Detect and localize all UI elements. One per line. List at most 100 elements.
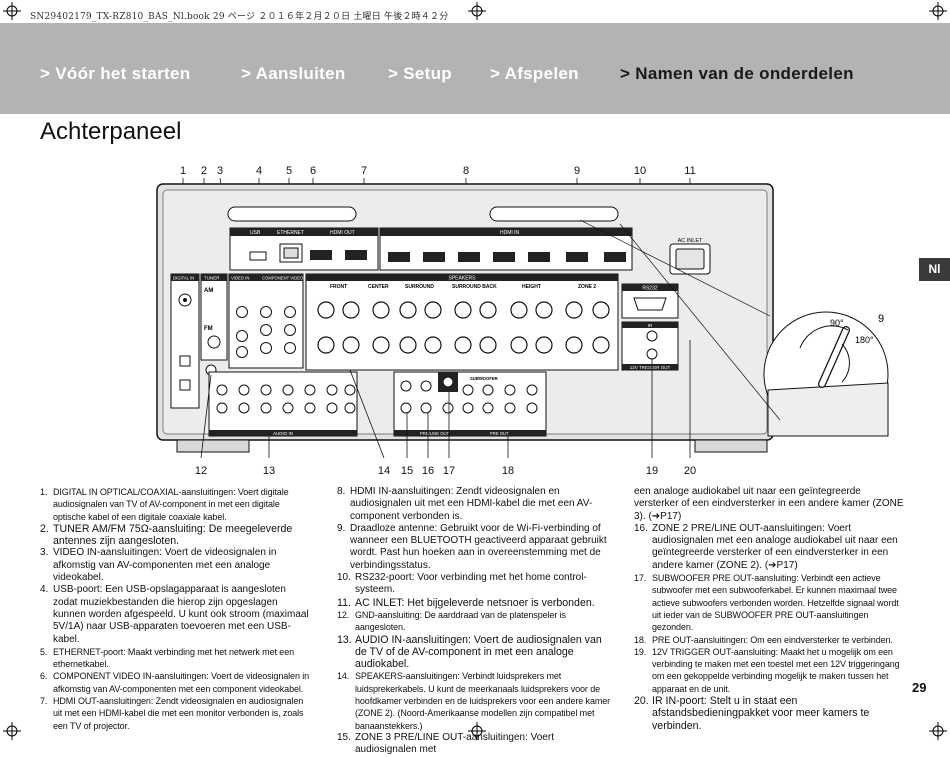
optical-jack-icon bbox=[179, 379, 191, 391]
registration-mark-icon bbox=[3, 2, 21, 20]
callout-10: 10 bbox=[634, 165, 646, 177]
page-number: 29 bbox=[912, 680, 927, 695]
list-item: 18.PRE OUT-aansluitingen: Om een eindver… bbox=[634, 634, 893, 645]
callout-2: 2 bbox=[201, 165, 207, 177]
optical-jack-icon bbox=[179, 355, 191, 367]
trigger-jack-icon bbox=[646, 348, 658, 360]
callout-1: 1 bbox=[180, 165, 186, 177]
callout-18: 18 bbox=[502, 465, 514, 477]
list-item: 11.AC INLET: Het bijgeleverde netsnoer i… bbox=[337, 596, 595, 609]
callout-3: 3 bbox=[217, 165, 223, 177]
list-item: 4.USB-poort: Een USB-opslagapparaat is a… bbox=[40, 584, 309, 645]
description-column-1: 1.DIGITAL IN OPTICAL/COAXIAL-aansluiting… bbox=[40, 486, 310, 732]
height-label: HEIGHT bbox=[522, 284, 541, 290]
description-column-3: een analoge audiokabel uit naar een geïn… bbox=[634, 486, 906, 732]
list-item: 19.12V TRIGGER OUT-aansluiting: Maakt he… bbox=[634, 646, 900, 694]
rs232-label: RS232 bbox=[642, 286, 658, 292]
digital-in-label: DIGITAL IN bbox=[173, 276, 194, 281]
description-column-2: 8.HDMI IN-aansluitingen: Zendt videosign… bbox=[337, 486, 612, 757]
hdmi-in-port-icon bbox=[604, 252, 626, 262]
surround-back-label: SURROUND BACK bbox=[452, 284, 497, 290]
hdmi-in-label: HDMI IN bbox=[500, 230, 520, 236]
callout-15: 15 bbox=[401, 465, 413, 477]
list-item: 5.ETHERNET-poort: Maakt verbinding met h… bbox=[40, 646, 295, 670]
component-video-label: COMPONENT VIDEO bbox=[262, 276, 304, 281]
callout-11: 11 bbox=[684, 165, 695, 177]
rs232-port-icon bbox=[633, 297, 667, 311]
subwoofer-label: SUBWOOFER bbox=[470, 376, 498, 381]
audio-in-label: AUDIO IN bbox=[273, 431, 293, 436]
video-in-label: VIDEO IN bbox=[231, 276, 249, 281]
registration-mark-icon bbox=[468, 722, 486, 740]
registration-mark-icon bbox=[929, 2, 947, 20]
nav-link-voor-het-starten[interactable]: > Vóór het starten bbox=[40, 64, 191, 83]
pre-out-label: PRE OUT bbox=[490, 431, 509, 436]
trigger-label: 12V TRIGGER OUT bbox=[630, 365, 671, 370]
registration-mark-icon bbox=[3, 722, 21, 740]
list-item: 1.DIGITAL IN OPTICAL/COAXIAL-aansluiting… bbox=[40, 487, 289, 522]
callout-14: 14 bbox=[378, 465, 390, 477]
language-tab[interactable]: Nl bbox=[919, 258, 950, 281]
nav-link-afspelen[interactable]: > Afspelen bbox=[490, 64, 579, 83]
callout-6: 6 bbox=[310, 165, 316, 177]
front-label: FRONT bbox=[330, 284, 347, 290]
list-item: 3.VIDEO IN-aansluitingen: Voert de video… bbox=[40, 547, 277, 584]
page-title: Achterpaneel bbox=[40, 118, 182, 145]
ethernet-label: ETHERNET bbox=[277, 230, 304, 236]
nav-link-namen-van-de-onderdelen[interactable]: > Namen van de onderdelen bbox=[620, 64, 854, 83]
hdmi-out-port-icon bbox=[310, 250, 332, 260]
registration-mark-icon bbox=[468, 2, 486, 20]
angle-90-label: 90° bbox=[830, 318, 844, 328]
callout-5: 5 bbox=[286, 165, 292, 177]
hdmi-in-port-icon bbox=[528, 252, 550, 262]
speakers-label: SPEAKERS bbox=[449, 276, 477, 282]
ac-inlet-label: AC INLET bbox=[678, 238, 703, 244]
ir-label: IR bbox=[648, 323, 653, 328]
callout-19: 19 bbox=[646, 465, 658, 477]
ir-in-jack-icon bbox=[646, 330, 658, 342]
hdmi-in-port-icon bbox=[388, 252, 410, 262]
hdmi-in-port-icon bbox=[423, 252, 445, 262]
pre-line-out-label: PRE/LINE OUT bbox=[420, 431, 450, 436]
fm-label: FM bbox=[204, 326, 213, 332]
callout-9: 9 bbox=[574, 165, 580, 177]
hdmi-in-port-icon bbox=[566, 252, 588, 262]
callout-17: 17 bbox=[443, 465, 455, 477]
callout-16: 16 bbox=[422, 465, 434, 477]
registration-mark-icon bbox=[929, 722, 947, 740]
center-label: CENTER bbox=[368, 284, 389, 290]
callout-9-detail: 9 bbox=[878, 313, 884, 325]
header-bar bbox=[0, 23, 950, 114]
callout-7: 7 bbox=[361, 165, 367, 177]
list-item: 13.AUDIO IN-aansluitingen: Voert de audi… bbox=[337, 633, 602, 671]
callout-13: 13 bbox=[263, 465, 275, 477]
surround-label: SURROUND bbox=[405, 284, 434, 290]
hdmi-out-label: HDMI OUT bbox=[330, 230, 355, 236]
hdmi-in-port-icon bbox=[493, 252, 515, 262]
usb-label: USB bbox=[250, 230, 261, 236]
list-item: 7.HDMI OUT-aansluitingen: Zendt videosig… bbox=[40, 696, 304, 731]
print-info-line: SN29402179_TX-RZ810_BAS_Nl.book 29 ページ ２… bbox=[30, 12, 449, 22]
hdmi-in-port-icon bbox=[458, 252, 480, 262]
fm-antenna-jack-icon bbox=[207, 335, 221, 349]
list-item: 10.RS232-poort: Voor verbinding met het … bbox=[337, 572, 587, 596]
angle-180-label: 180° bbox=[855, 335, 874, 345]
tuner-label: TUNER bbox=[204, 276, 220, 281]
zone2-label: ZONE 2 bbox=[578, 284, 596, 290]
list-item: een analoge audiokabel uit naar een geïn… bbox=[634, 486, 904, 522]
callout-4: 4 bbox=[256, 165, 262, 177]
hdmi-out-port-icon bbox=[345, 250, 367, 260]
list-item: 15.ZONE 3 PRE/LINE OUT-aansluitingen: Vo… bbox=[337, 731, 554, 756]
list-item: 9.Draadloze antenne: Gebruikt voor de Wi… bbox=[337, 522, 607, 571]
nav-link-setup[interactable]: > Setup bbox=[388, 64, 452, 83]
list-item: 2.TUNER AM/FM 75Ω-aansluiting: De meegel… bbox=[40, 522, 293, 548]
nav-link-aansluiten[interactable]: > Aansluiten bbox=[241, 64, 346, 83]
list-item: 16.ZONE 2 PRE/LINE OUT-aansluitingen: Vo… bbox=[634, 522, 898, 571]
list-item: 12.GND-aansluiting: De aarddraad van de … bbox=[337, 609, 566, 633]
list-item: 20.IR IN-poort: Stelt u in staat een afs… bbox=[634, 695, 870, 732]
list-item: 6.COMPONENT VIDEO IN-aansluitingen: Voer… bbox=[40, 671, 310, 694]
am-label: AM bbox=[204, 288, 213, 294]
callout-12: 12 bbox=[195, 465, 207, 477]
list-item: 8.HDMI IN-aansluitingen: Zendt videosign… bbox=[337, 486, 593, 522]
